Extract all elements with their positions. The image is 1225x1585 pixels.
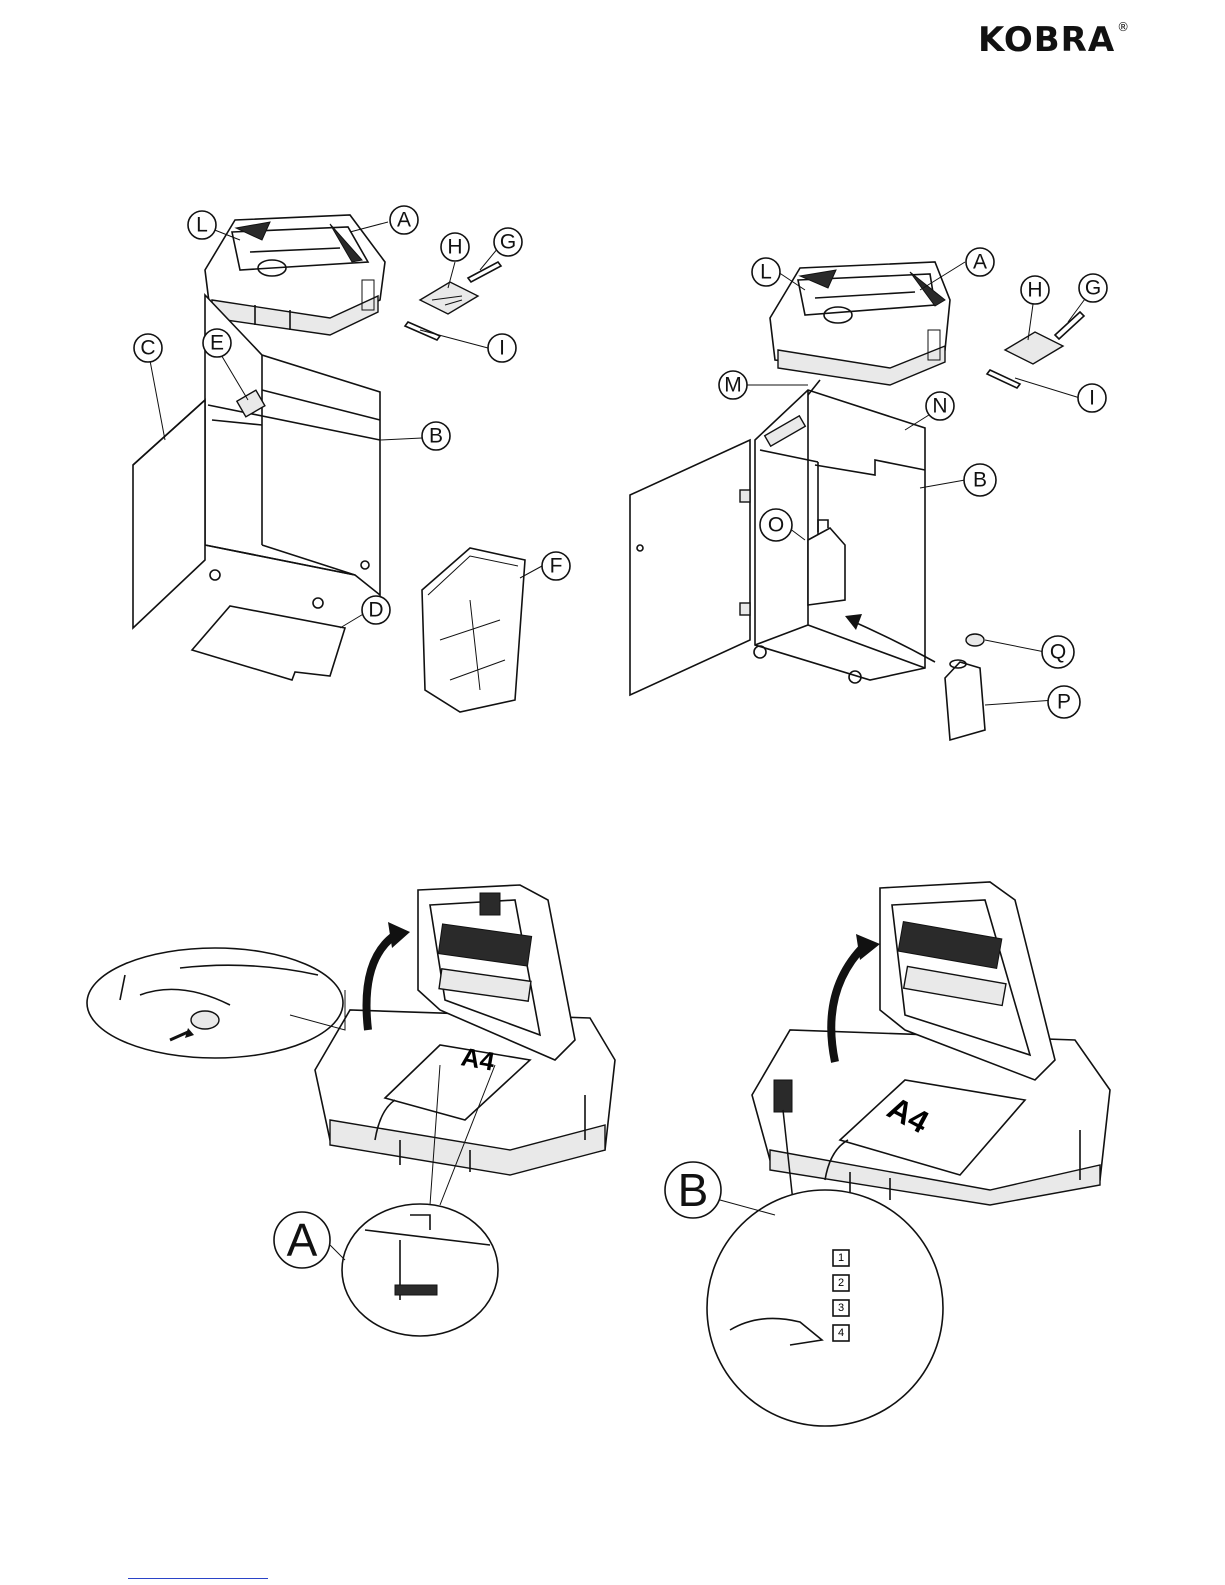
- figure-2-oil-system: L A H G I M N B O Q P: [630, 248, 1107, 740]
- cabinet-door-2: [630, 440, 750, 695]
- callout-g-2: G: [1085, 277, 1101, 300]
- oil-reservoir: [808, 528, 845, 605]
- callout-a-big: A: [287, 1214, 318, 1266]
- figure-1-parts-overview: A L H G I E C B F D: [133, 206, 570, 712]
- bottle-cap-q: [966, 634, 984, 646]
- shredder-head-1: [205, 215, 385, 335]
- part-d-base-plate: [192, 606, 345, 680]
- shredder-head-2: [770, 262, 950, 385]
- callout-c: C: [140, 337, 155, 360]
- callout-a-2: A: [973, 251, 987, 274]
- callout-m: M: [724, 374, 742, 397]
- mode-button-4: 4: [838, 1327, 844, 1339]
- part-g-strip-2: [1055, 312, 1084, 339]
- zoom-detail-lid-latch: [87, 948, 345, 1058]
- figure-3-open-lid: A4 A: [87, 885, 615, 1336]
- part-h-tray-2: [1005, 332, 1063, 364]
- callout-b: B: [429, 425, 443, 448]
- callout-h: H: [447, 236, 462, 259]
- callout-l-2: L: [760, 261, 772, 284]
- callout-q: Q: [1050, 641, 1066, 664]
- callout-l: L: [196, 214, 208, 237]
- part-i-strip-2: [987, 370, 1020, 388]
- a4-label-1: A4: [459, 1041, 497, 1076]
- callout-f: F: [550, 555, 563, 578]
- figure-4-mode-selection: A4 1 2 3 4 B: [665, 882, 1110, 1426]
- mode-button-2: 2: [838, 1277, 844, 1289]
- zoom-detail-buttons: 1 2 3 4: [707, 1190, 943, 1426]
- callout-e: E: [210, 332, 224, 355]
- callout-h-2: H: [1027, 279, 1042, 302]
- footer-link-underline: [128, 1578, 268, 1579]
- cabinet-door-1: [133, 400, 205, 628]
- callout-b-big: B: [678, 1164, 709, 1216]
- oil-bottle-p: [945, 662, 985, 740]
- callout-p: P: [1057, 691, 1071, 714]
- callout-b-2: B: [973, 469, 987, 492]
- callout-a: A: [397, 209, 411, 232]
- callout-g: G: [500, 231, 516, 254]
- callout-i-2: I: [1089, 387, 1095, 410]
- callout-i: I: [499, 337, 505, 360]
- mode-button-3: 3: [838, 1302, 844, 1314]
- control-buttons: [774, 1080, 792, 1112]
- callout-d: D: [368, 599, 383, 622]
- callout-n: N: [932, 395, 947, 418]
- callout-o: O: [768, 514, 784, 537]
- mode-button-1: 1: [838, 1252, 844, 1264]
